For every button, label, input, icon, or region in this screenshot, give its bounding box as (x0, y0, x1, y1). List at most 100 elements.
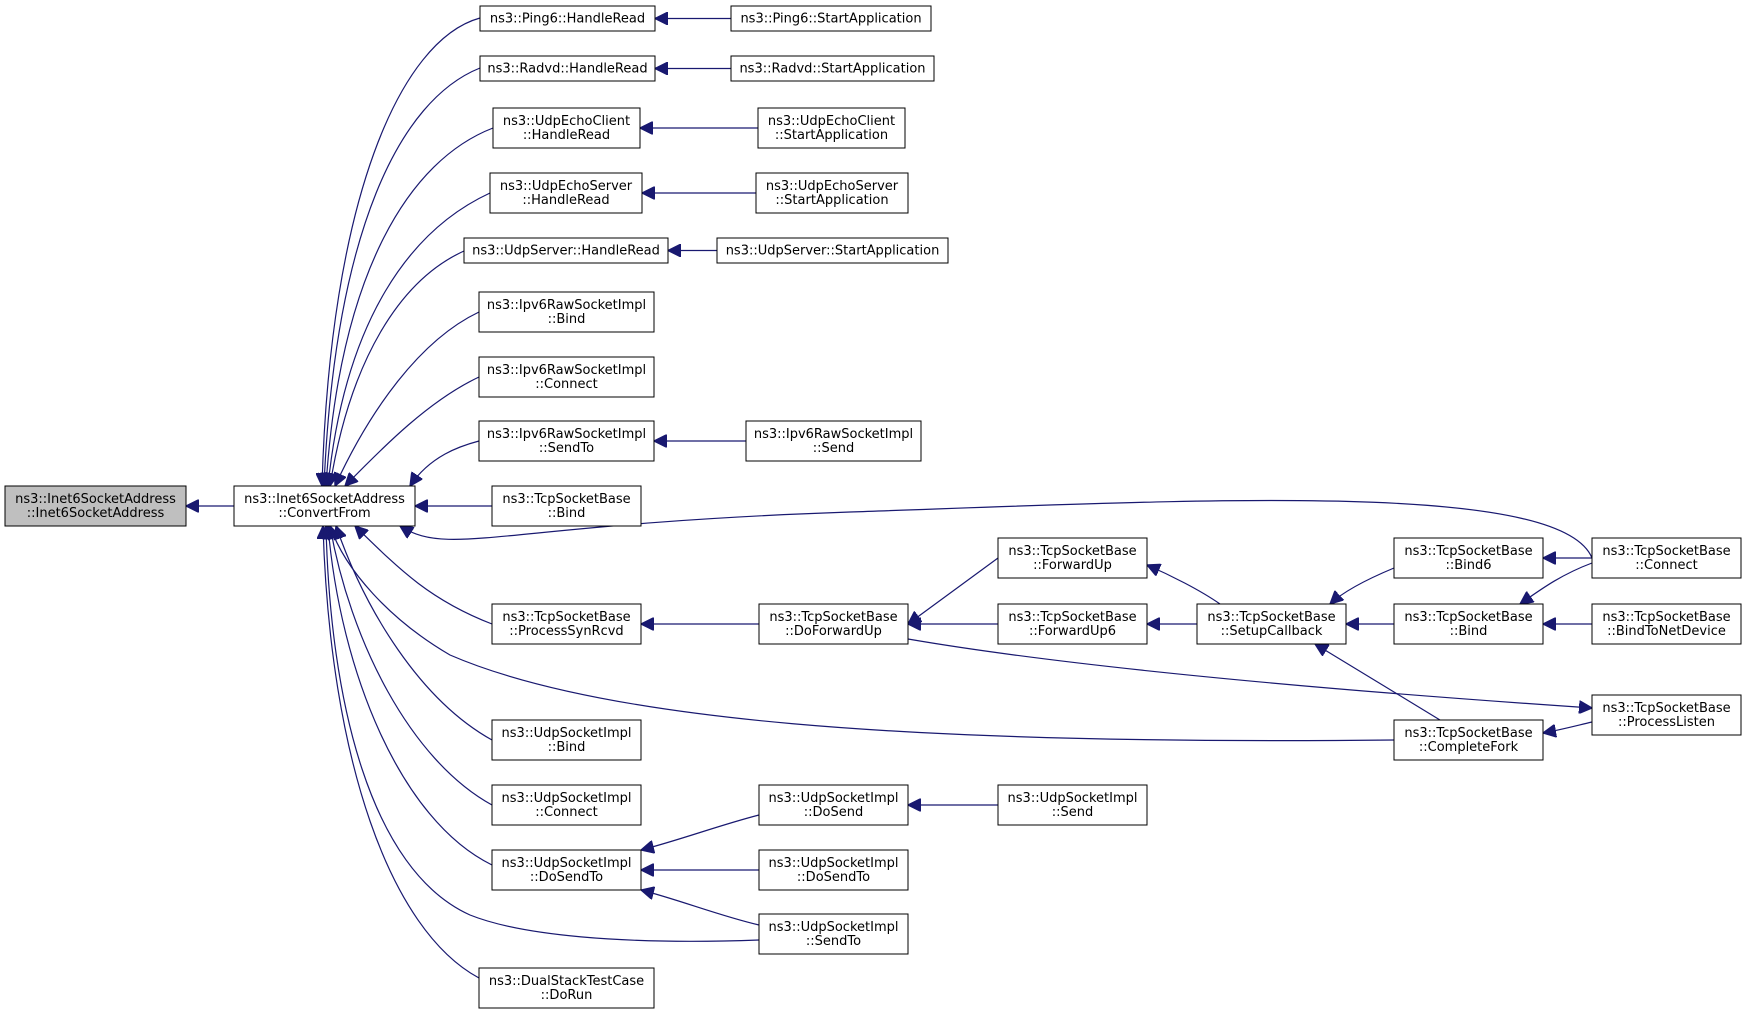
node-tcp-bindtonetdevice[interactable]: ns3::TcpSocketBase::BindToNetDevice (1591, 603, 1742, 645)
edge-udpsock_sendto-to-convertfrom (326, 526, 760, 942)
node-udpsock-dosendto-left[interactable]: ns3::UdpSocketImpl::DoSendTo (491, 849, 642, 891)
node-label-line: ns3::Ping6::HandleRead (490, 12, 645, 27)
node-box (492, 107, 641, 149)
node-ipv6raw-sendto[interactable]: ns3::Ipv6RawSocketImpl::SendTo (478, 420, 655, 462)
edge-udpsock_dosendto_left-to-convertfrom (328, 526, 493, 866)
node-tcp-bind-right[interactable]: ns3::TcpSocketBase::Bind (1393, 603, 1544, 645)
node-box (757, 107, 906, 149)
node-label-line: ns3::Ipv6RawSocketImpl (754, 427, 913, 442)
node-label-line: ::ProcessListen (1618, 715, 1715, 730)
node-label-line: ::Bind (1450, 624, 1488, 639)
node-label-line: ::Bind (548, 740, 586, 755)
node-box (491, 784, 642, 826)
node-label-line: ::Send (1052, 805, 1094, 820)
node-udpsock-send[interactable]: ns3::UdpSocketImpl::Send (997, 784, 1148, 826)
node-ipv6raw-connect[interactable]: ns3::Ipv6RawSocketImpl::Connect (478, 356, 655, 398)
edge-tcp_processlisten-to-tcp_completefork (1543, 721, 1593, 733)
node-box (478, 420, 655, 462)
edge-udpsock_dosend-to-udpsock_dosendto_left (641, 814, 760, 850)
node-label-line: ::Bind6 (1445, 558, 1491, 573)
node-box (491, 849, 642, 891)
node-udpechoserver-start[interactable]: ns3::UdpEchoServer::StartApplication (755, 172, 909, 214)
node-udpserver-start[interactable]: ns3::UdpServer::StartApplication (716, 237, 949, 264)
node-tcp-doforwardup[interactable]: ns3::TcpSocketBase::DoForwardUp (758, 603, 909, 645)
node-udpechoclient-start[interactable]: ns3::UdpEchoClient::StartApplication (757, 107, 906, 149)
node-label-line: ns3::UdpSocketImpl (502, 856, 632, 871)
node-label-line: ::Bind (548, 506, 586, 521)
node-box (997, 537, 1148, 579)
node-convertfrom[interactable]: ns3::Inet6SocketAddress::ConvertFrom (233, 485, 416, 527)
node-ping6-handleread[interactable]: ns3::Ping6::HandleRead (479, 5, 656, 32)
node-udpechoserver-handleread[interactable]: ns3::UdpEchoServer::HandleRead (489, 172, 643, 214)
node-root[interactable]: ns3::Inet6SocketAddress::Inet6SocketAddr… (4, 485, 187, 527)
node-box (1196, 603, 1347, 645)
edge-udpsock_bind-to-convertfrom (336, 526, 493, 741)
node-tcp-completefork[interactable]: ns3::TcpSocketBase::CompleteFork (1393, 719, 1544, 761)
node-label-line: ns3::TcpSocketBase (502, 610, 630, 625)
node-label-line: ns3::UdpServer::StartApplication (726, 244, 940, 259)
node-label-line: ::BindToNetDevice (1607, 624, 1726, 639)
node-label-line: ns3::Inet6SocketAddress (15, 492, 176, 507)
node-tcp-bind6[interactable]: ns3::TcpSocketBase::Bind6 (1393, 537, 1544, 579)
node-tcp-forwardup6[interactable]: ns3::TcpSocketBase::ForwardUp6 (997, 603, 1148, 645)
node-label-line: ns3::TcpSocketBase (1404, 544, 1532, 559)
node-label-line: ::CompleteFork (1419, 740, 1519, 755)
node-udpsock-dosend[interactable]: ns3::UdpSocketImpl::DoSend (758, 784, 909, 826)
edge-ipv6raw_sendto-to-convertfrom (410, 440, 480, 486)
node-label-line: ns3::Inet6SocketAddress (244, 492, 405, 507)
node-label-line: ns3::Ipv6RawSocketImpl (487, 298, 646, 313)
node-tcp-connect[interactable]: ns3::TcpSocketBase::Connect (1591, 537, 1742, 579)
node-ipv6raw-send[interactable]: ns3::Ipv6RawSocketImpl::Send (745, 420, 922, 462)
node-label-line: ::Connect (1635, 558, 1698, 573)
node-label-line: ns3::TcpSocketBase (769, 610, 897, 625)
node-label-line: ns3::UdpEchoServer (500, 179, 633, 194)
node-box (997, 784, 1148, 826)
node-label-line: ns3::Radvd::StartApplication (739, 62, 925, 77)
node-box (479, 55, 656, 82)
node-box (1591, 603, 1742, 645)
node-box (730, 55, 935, 82)
node-udpsock-connect[interactable]: ns3::UdpSocketImpl::Connect (491, 784, 642, 826)
node-label-line: ns3::TcpSocketBase (1602, 544, 1730, 559)
node-dualstack-dorun[interactable]: ns3::DualStackTestCase::DoRun (478, 967, 655, 1009)
node-label-line: ::DoSendTo (530, 870, 603, 885)
node-label-line: ::ForwardUp (1033, 558, 1112, 573)
node-label-line: ns3::TcpSocketBase (1008, 610, 1136, 625)
node-radvd-start[interactable]: ns3::Radvd::StartApplication (730, 55, 935, 82)
node-udpsock-bind[interactable]: ns3::UdpSocketImpl::Bind (491, 719, 642, 761)
node-radvd-handleread[interactable]: ns3::Radvd::HandleRead (479, 55, 656, 82)
node-box (1393, 603, 1544, 645)
node-label-line: ::DoForwardUp (785, 624, 882, 639)
node-label-line: ns3::UdpServer::HandleRead (472, 244, 660, 259)
node-label-line: ns3::Ipv6RawSocketImpl (487, 363, 646, 378)
node-label-line: ns3::Ipv6RawSocketImpl (487, 427, 646, 442)
node-box (478, 967, 655, 1009)
node-label-line: ::DoSendTo (797, 870, 870, 885)
node-udpechoclient-handleread[interactable]: ns3::UdpEchoClient::HandleRead (492, 107, 641, 149)
node-ping6-start[interactable]: ns3::Ping6::StartApplication (730, 5, 932, 32)
node-label-line: ns3::TcpSocketBase (1602, 701, 1730, 716)
node-tcp-processsynrcvd[interactable]: ns3::TcpSocketBase::ProcessSynRcvd (491, 603, 642, 645)
node-ipv6raw-bind[interactable]: ns3::Ipv6RawSocketImpl::Bind (478, 291, 655, 333)
node-udpsock-sendto[interactable]: ns3::UdpSocketImpl::SendTo (758, 913, 909, 955)
node-tcp-processlisten[interactable]: ns3::TcpSocketBase::ProcessListen (1591, 694, 1742, 736)
node-tcp-setupcallback[interactable]: ns3::TcpSocketBase::SetupCallback (1196, 603, 1347, 645)
node-box (1393, 537, 1544, 579)
node-box (491, 603, 642, 645)
node-label-line: ::DoRun (541, 988, 593, 1003)
node-box (478, 356, 655, 398)
node-tcp-forwardup[interactable]: ns3::TcpSocketBase::ForwardUp (997, 537, 1148, 579)
node-label-line: ::HandleRead (522, 193, 609, 208)
node-tcp-bind-left[interactable]: ns3::TcpSocketBase::Bind (491, 485, 642, 527)
node-label-line: ::ProcessSynRcvd (509, 624, 623, 639)
node-udpserver-handleread[interactable]: ns3::UdpServer::HandleRead (463, 237, 669, 264)
node-label-line: ::SendTo (539, 441, 594, 456)
node-label-line: ns3::TcpSocketBase (1602, 610, 1730, 625)
node-label-line: ns3::TcpSocketBase (1404, 610, 1532, 625)
edge-udpsock_sendto-to-udpsock_dosendto_left (641, 890, 760, 926)
node-label-line: ns3::UdpEchoServer (766, 179, 899, 194)
node-box (745, 420, 922, 462)
edge-udpechoserver_handleread-to-convertfrom (328, 192, 491, 486)
node-udpsock-dosendto-mid[interactable]: ns3::UdpSocketImpl::DoSendTo (758, 849, 909, 891)
